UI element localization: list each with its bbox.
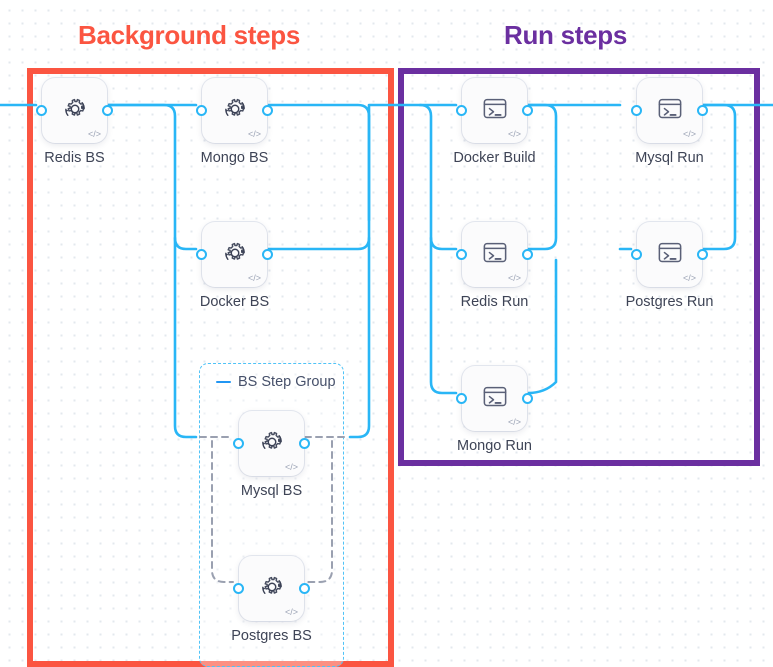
node-input-port-postgres-bs[interactable] — [233, 583, 244, 594]
code-icon: </> — [284, 607, 298, 617]
node-input-port-docker-bs[interactable] — [196, 249, 207, 260]
node-mongo-run[interactable]: </> Mongo Run — [456, 366, 533, 466]
node-card-mongo-bs[interactable]: </> — [202, 78, 267, 143]
node-mongo-bs[interactable]: </> Mongo BS — [196, 78, 273, 178]
code-icon: </> — [87, 129, 101, 139]
node-card-docker-build[interactable]: </> — [462, 78, 527, 143]
step-group-label: BS Step Group — [238, 374, 336, 390]
node-input-port-mysql-run[interactable] — [631, 105, 642, 116]
code-icon: </> — [507, 417, 521, 427]
node-input-port-redis-run[interactable] — [456, 249, 467, 260]
terminal-icon — [478, 239, 512, 270]
code-icon: </> — [284, 462, 298, 472]
sync-gear-icon — [218, 239, 252, 270]
terminal-icon — [653, 239, 687, 270]
node-output-port-redis-bs[interactable] — [102, 105, 113, 116]
sync-gear-icon — [255, 573, 289, 604]
node-label-docker-bs: Docker BS — [199, 294, 270, 310]
code-icon: </> — [682, 273, 696, 283]
node-card-docker-bs[interactable]: </> — [202, 222, 267, 287]
node-mysql-run[interactable]: </> Mysql Run — [631, 78, 708, 178]
node-input-port-mongo-run[interactable] — [456, 393, 467, 404]
node-docker-bs[interactable]: </> Docker BS — [196, 222, 273, 322]
node-card-redis-bs[interactable]: </> — [42, 78, 107, 143]
node-card-postgres-bs[interactable]: </> — [239, 556, 304, 621]
terminal-icon — [478, 95, 512, 126]
node-output-port-mongo-bs[interactable] — [262, 105, 273, 116]
node-postgres-run[interactable]: </> Postgres Run — [626, 222, 713, 322]
node-redis-run[interactable]: </> Redis Run — [456, 222, 533, 322]
code-icon: </> — [682, 129, 696, 139]
node-card-redis-run[interactable]: </> — [462, 222, 527, 287]
node-card-mongo-run[interactable]: </> — [462, 366, 527, 431]
node-output-port-docker-build[interactable] — [522, 105, 533, 116]
node-card-postgres-run[interactable]: </> — [637, 222, 702, 287]
node-input-port-mysql-bs[interactable] — [233, 438, 244, 449]
node-postgres-bs[interactable]: </> Postgres BS — [231, 556, 312, 656]
node-output-port-docker-bs[interactable] — [262, 249, 273, 260]
node-output-port-postgres-run[interactable] — [697, 249, 708, 260]
code-icon: </> — [507, 273, 521, 283]
code-icon: </> — [247, 129, 261, 139]
code-icon: </> — [507, 129, 521, 139]
node-card-mysql-run[interactable]: </> — [637, 78, 702, 143]
node-label-postgres-run: Postgres Run — [625, 294, 714, 310]
node-label-docker-build: Docker Build — [453, 150, 536, 166]
sync-gear-icon — [255, 428, 289, 459]
region-run-steps[interactable] — [398, 68, 760, 466]
node-label-mysql-bs: Mysql BS — [240, 483, 303, 499]
terminal-icon — [478, 383, 512, 414]
code-icon: </> — [247, 273, 261, 283]
region-title-run-steps: Run steps — [504, 20, 627, 50]
node-label-mongo-bs: Mongo BS — [200, 150, 269, 166]
node-output-port-mysql-run[interactable] — [697, 105, 708, 116]
node-mysql-bs[interactable]: </> Mysql BS — [233, 411, 310, 511]
node-input-port-docker-build[interactable] — [456, 105, 467, 116]
node-output-port-postgres-bs[interactable] — [299, 583, 310, 594]
sync-gear-icon — [218, 95, 252, 126]
region-title-background-steps: Background steps — [78, 20, 301, 50]
node-input-port-redis-bs[interactable] — [36, 105, 47, 116]
node-label-mongo-run: Mongo Run — [457, 438, 532, 454]
node-redis-bs[interactable]: </> Redis BS — [36, 78, 113, 178]
sync-gear-icon — [58, 95, 92, 126]
step-group-header[interactable]: BS Step Group — [216, 374, 336, 390]
node-label-redis-run: Redis Run — [460, 294, 529, 310]
node-output-port-mysql-bs[interactable] — [299, 438, 310, 449]
node-input-port-postgres-run[interactable] — [631, 249, 642, 260]
node-label-postgres-bs: Postgres BS — [231, 628, 312, 644]
region-background-steps[interactable] — [27, 68, 394, 667]
node-docker-build[interactable]: </> Docker Build — [453, 78, 536, 178]
node-label-redis-bs: Redis BS — [44, 150, 105, 166]
node-output-port-mongo-run[interactable] — [522, 393, 533, 404]
node-label-mysql-run: Mysql Run — [635, 150, 704, 166]
node-card-mysql-bs[interactable]: </> — [239, 411, 304, 476]
node-output-port-redis-run[interactable] — [522, 249, 533, 260]
node-input-port-mongo-bs[interactable] — [196, 105, 207, 116]
minus-icon[interactable] — [216, 380, 231, 384]
terminal-icon — [653, 95, 687, 126]
